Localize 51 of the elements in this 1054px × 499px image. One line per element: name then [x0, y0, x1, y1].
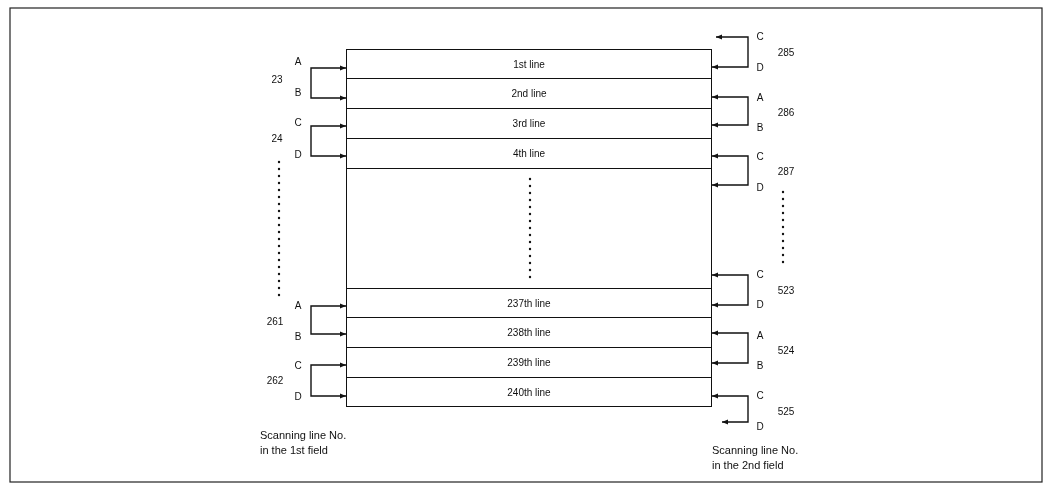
line-letter: A [294, 56, 302, 68]
line-letter: B [294, 331, 302, 343]
scan-line-number: 262 [266, 375, 284, 387]
blank-row [346, 168, 712, 289]
bracket-arrow [310, 362, 347, 399]
line-letter: B [756, 122, 764, 134]
line-letter: D [294, 149, 302, 161]
scan-line-row: 240th line [346, 377, 712, 407]
line-letter: D [756, 299, 764, 311]
scan-line-row: 4th line [346, 138, 712, 169]
scan-line-number: 286 [777, 107, 795, 119]
bracket-arrow [711, 393, 749, 425]
line-letter: D [756, 421, 764, 433]
line-letter: B [294, 87, 302, 99]
scan-line-row: 2nd line [346, 78, 712, 109]
scan-line-number: 524 [777, 345, 795, 357]
scan-line-number: 24 [271, 133, 283, 145]
bracket-arrow [310, 303, 347, 337]
line-letter: D [294, 391, 302, 403]
line-letter: C [294, 360, 302, 372]
scan-line-row: 238th line [346, 317, 712, 348]
bracket-arrow [711, 272, 749, 308]
scan-line-number: 287 [777, 166, 795, 178]
line-letter: C [756, 269, 764, 281]
scan-line-number: 525 [777, 406, 795, 418]
scan-line-row: 3rd line [346, 108, 712, 139]
scan-line-row: 237th line [346, 288, 712, 318]
line-letter: A [756, 330, 764, 342]
scan-line-number: 23 [271, 74, 283, 86]
line-letter: C [756, 390, 764, 402]
line-letter: C [756, 31, 764, 43]
line-letter: C [756, 151, 764, 163]
scan-line-row: 239th line [346, 347, 712, 378]
scan-line-number: 261 [266, 316, 284, 328]
scan-line-row: 1st line [346, 49, 712, 79]
bracket-arrow [310, 123, 347, 159]
line-letter: B [756, 360, 764, 372]
bracket-arrow [711, 34, 749, 70]
bracket-arrow [711, 153, 749, 188]
line-letter: D [756, 182, 764, 194]
caption: Scanning line No. in the 1st field [260, 428, 348, 458]
scan-line-number: 523 [777, 285, 795, 297]
line-letter: C [294, 117, 302, 129]
caption: Scanning line No. in the 2nd field [712, 443, 800, 473]
bracket-arrow [310, 65, 347, 101]
line-letter: A [294, 300, 302, 312]
scan-line-number: 285 [777, 47, 795, 59]
line-letter: D [756, 62, 764, 74]
bracket-arrow [711, 330, 749, 366]
bracket-arrow [711, 94, 749, 128]
line-letter: A [756, 92, 764, 104]
